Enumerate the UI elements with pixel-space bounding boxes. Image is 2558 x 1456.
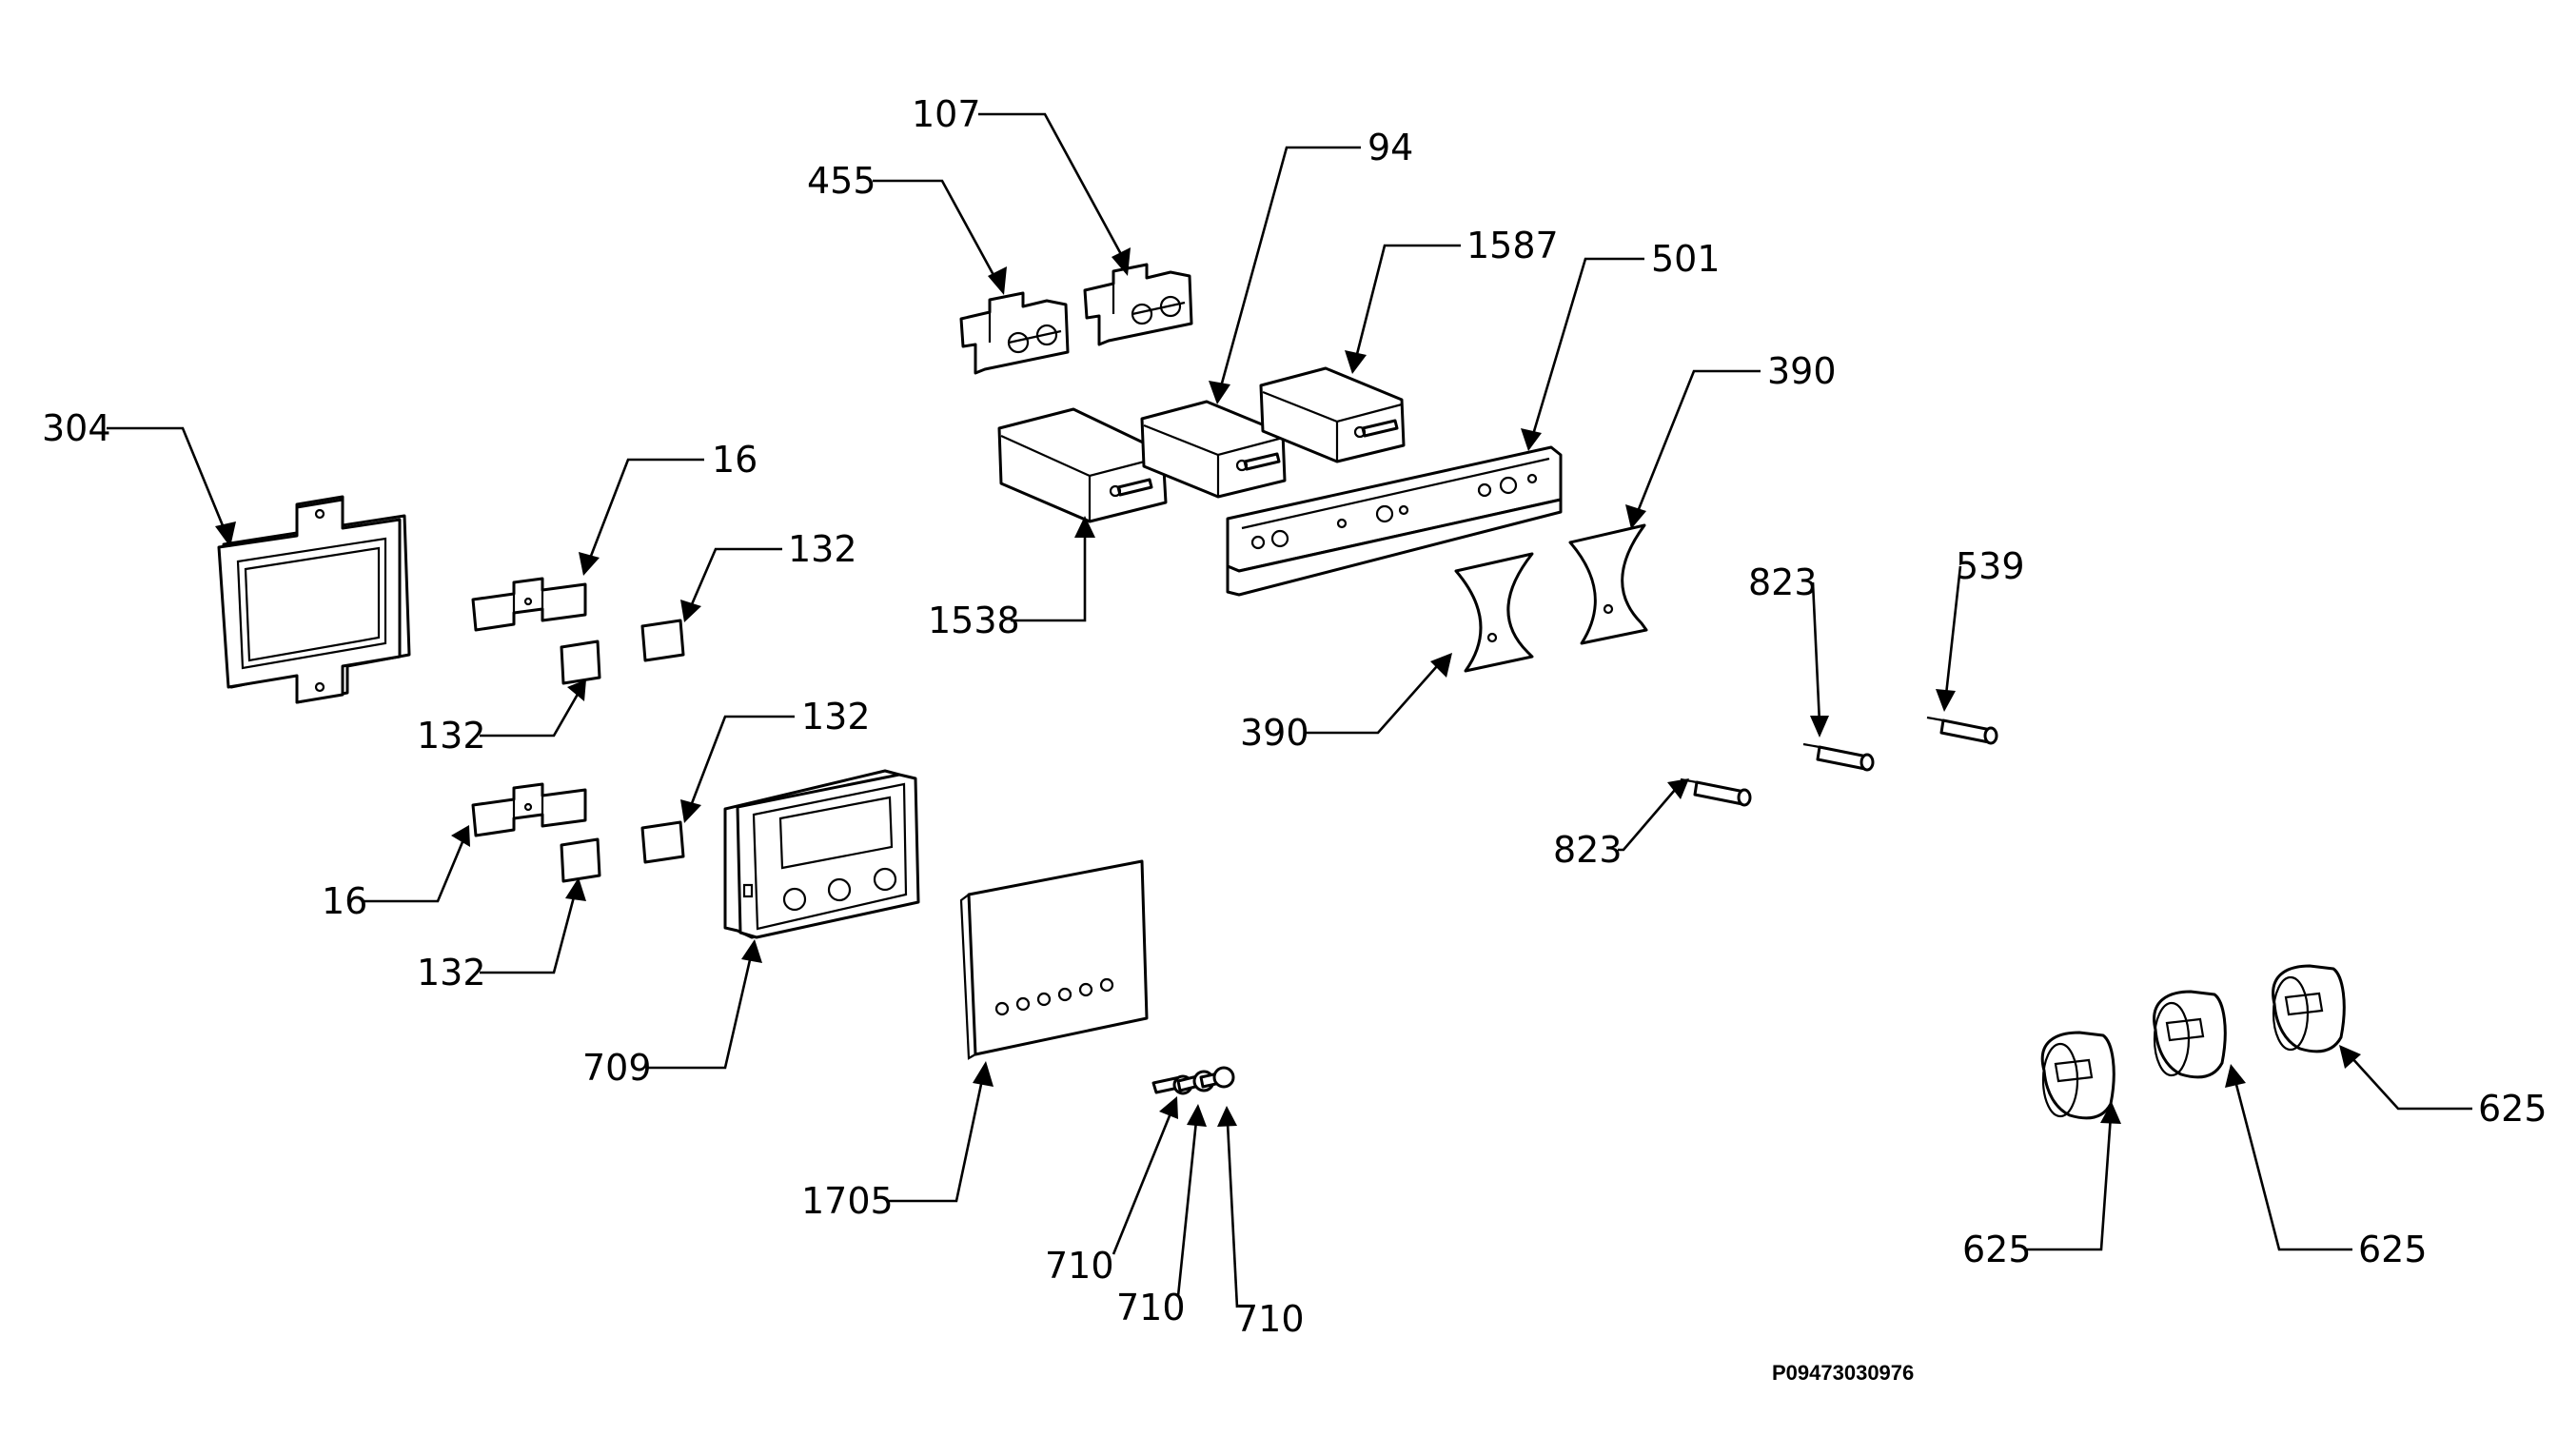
part-107-terminal-block xyxy=(1083,263,1193,346)
label-501: 501 xyxy=(1651,238,1721,280)
label-1587: 1587 xyxy=(1466,225,1559,266)
part-710-lamps xyxy=(1151,1066,1235,1095)
part-823-pin-b xyxy=(1680,777,1752,807)
part-1705-front-panel xyxy=(959,859,1149,1060)
part-132-pad-b xyxy=(560,639,601,685)
part-132-pad-c xyxy=(640,820,685,864)
part-709-display-module xyxy=(723,769,920,939)
label-709: 709 xyxy=(582,1047,652,1089)
label-1538: 1538 xyxy=(928,600,1020,641)
part-823-pin-a xyxy=(1802,742,1875,772)
part-304-frame xyxy=(217,495,411,704)
label-132-c: 132 xyxy=(801,696,871,738)
label-94: 94 xyxy=(1368,127,1413,168)
panel-indicator-holes xyxy=(994,977,1114,1016)
label-132-b: 132 xyxy=(417,715,486,757)
label-710-c: 710 xyxy=(1235,1298,1305,1340)
part-16-bracket-lower xyxy=(471,782,587,837)
part-501-mounting-rail xyxy=(1226,445,1563,597)
part-94-switch-box xyxy=(1140,400,1287,499)
part-number-labels: 107 455 94 1587 501 390 390 304 16 132 1… xyxy=(42,93,2548,1340)
part-625-knob-right xyxy=(2272,964,2346,1053)
part-390-support-right xyxy=(1568,523,1648,645)
label-455: 455 xyxy=(807,160,876,202)
label-710-a: 710 xyxy=(1045,1245,1114,1287)
part-132-pad-d xyxy=(560,837,601,883)
catalog-code: P09473030976 xyxy=(1772,1361,1914,1385)
label-710-b: 710 xyxy=(1116,1287,1186,1328)
label-823-b: 823 xyxy=(1553,829,1623,871)
leader-lines xyxy=(107,112,2472,1308)
label-132-a: 132 xyxy=(788,528,857,570)
label-390-upper: 390 xyxy=(1767,350,1837,392)
part-1587-switch-box xyxy=(1259,366,1406,463)
label-539: 539 xyxy=(1956,545,2025,587)
label-304: 304 xyxy=(42,407,111,449)
label-16-lower: 16 xyxy=(322,880,367,922)
part-455-terminal-block xyxy=(959,291,1070,375)
label-390-lower: 390 xyxy=(1240,712,1309,754)
part-625-knob-left xyxy=(2040,1031,2115,1120)
label-1705: 1705 xyxy=(801,1180,894,1222)
label-132-d: 132 xyxy=(417,952,486,994)
label-107: 107 xyxy=(912,93,981,135)
part-132-pad-a xyxy=(640,619,685,662)
part-390-support-left xyxy=(1454,552,1534,673)
part-1538-switch-box xyxy=(997,407,1168,523)
part-16-bracket-upper xyxy=(471,577,587,632)
label-625-middle: 625 xyxy=(2358,1229,2428,1270)
label-625-left: 625 xyxy=(1962,1229,2032,1270)
label-823-a: 823 xyxy=(1748,561,1818,603)
label-16-upper: 16 xyxy=(712,439,758,481)
part-539-pin xyxy=(1926,716,1998,745)
label-625-right: 625 xyxy=(2478,1088,2548,1130)
part-625-knob-middle xyxy=(2153,990,2227,1079)
